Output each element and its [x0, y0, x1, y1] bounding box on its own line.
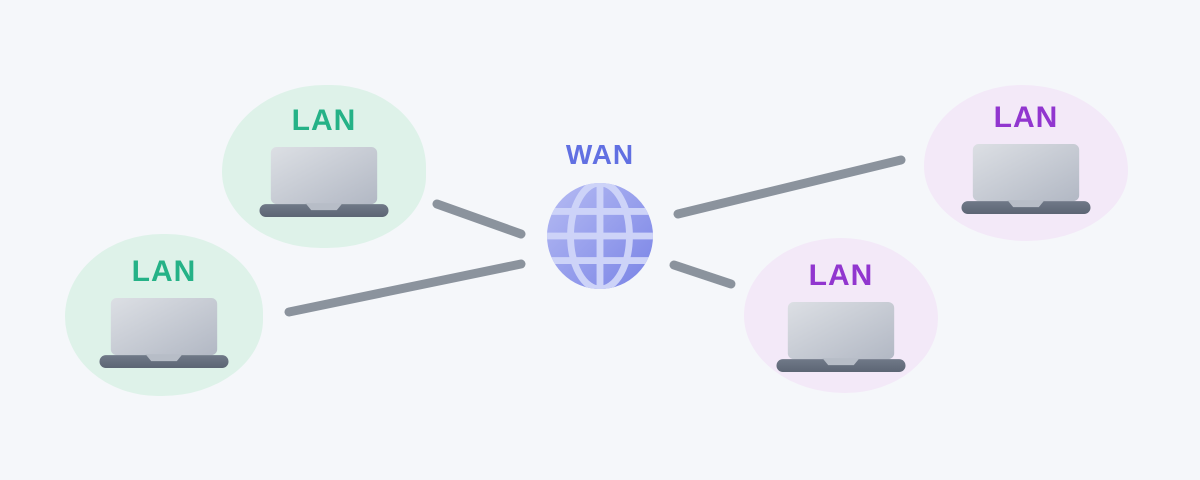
lan-node-bottom-right: LAN: [744, 238, 938, 393]
globe-icon: [546, 182, 654, 290]
laptop-icon: [99, 298, 229, 369]
lan-label: LAN: [808, 259, 874, 292]
laptop-icon: [776, 302, 906, 373]
lan-label: LAN: [291, 104, 357, 137]
wan-label: WAN: [565, 139, 635, 170]
connection-line-wan-to-bottom-right: [669, 260, 736, 289]
laptop-icon: [961, 144, 1091, 215]
lan-node-top-right: LAN: [924, 85, 1128, 241]
connection-line-wan-to-top-right: [673, 155, 906, 219]
wan-node: WAN: [536, 141, 664, 290]
lan-node-top-left: LAN: [222, 85, 426, 248]
lan-label: LAN: [131, 255, 197, 288]
connection-line-bottom-left-to-wan: [284, 259, 526, 317]
lan-node-bottom-left: LAN: [65, 234, 263, 396]
connection-line-top-left-to-wan: [432, 199, 526, 239]
lan-label: LAN: [993, 101, 1059, 134]
laptop-icon: [259, 147, 389, 218]
